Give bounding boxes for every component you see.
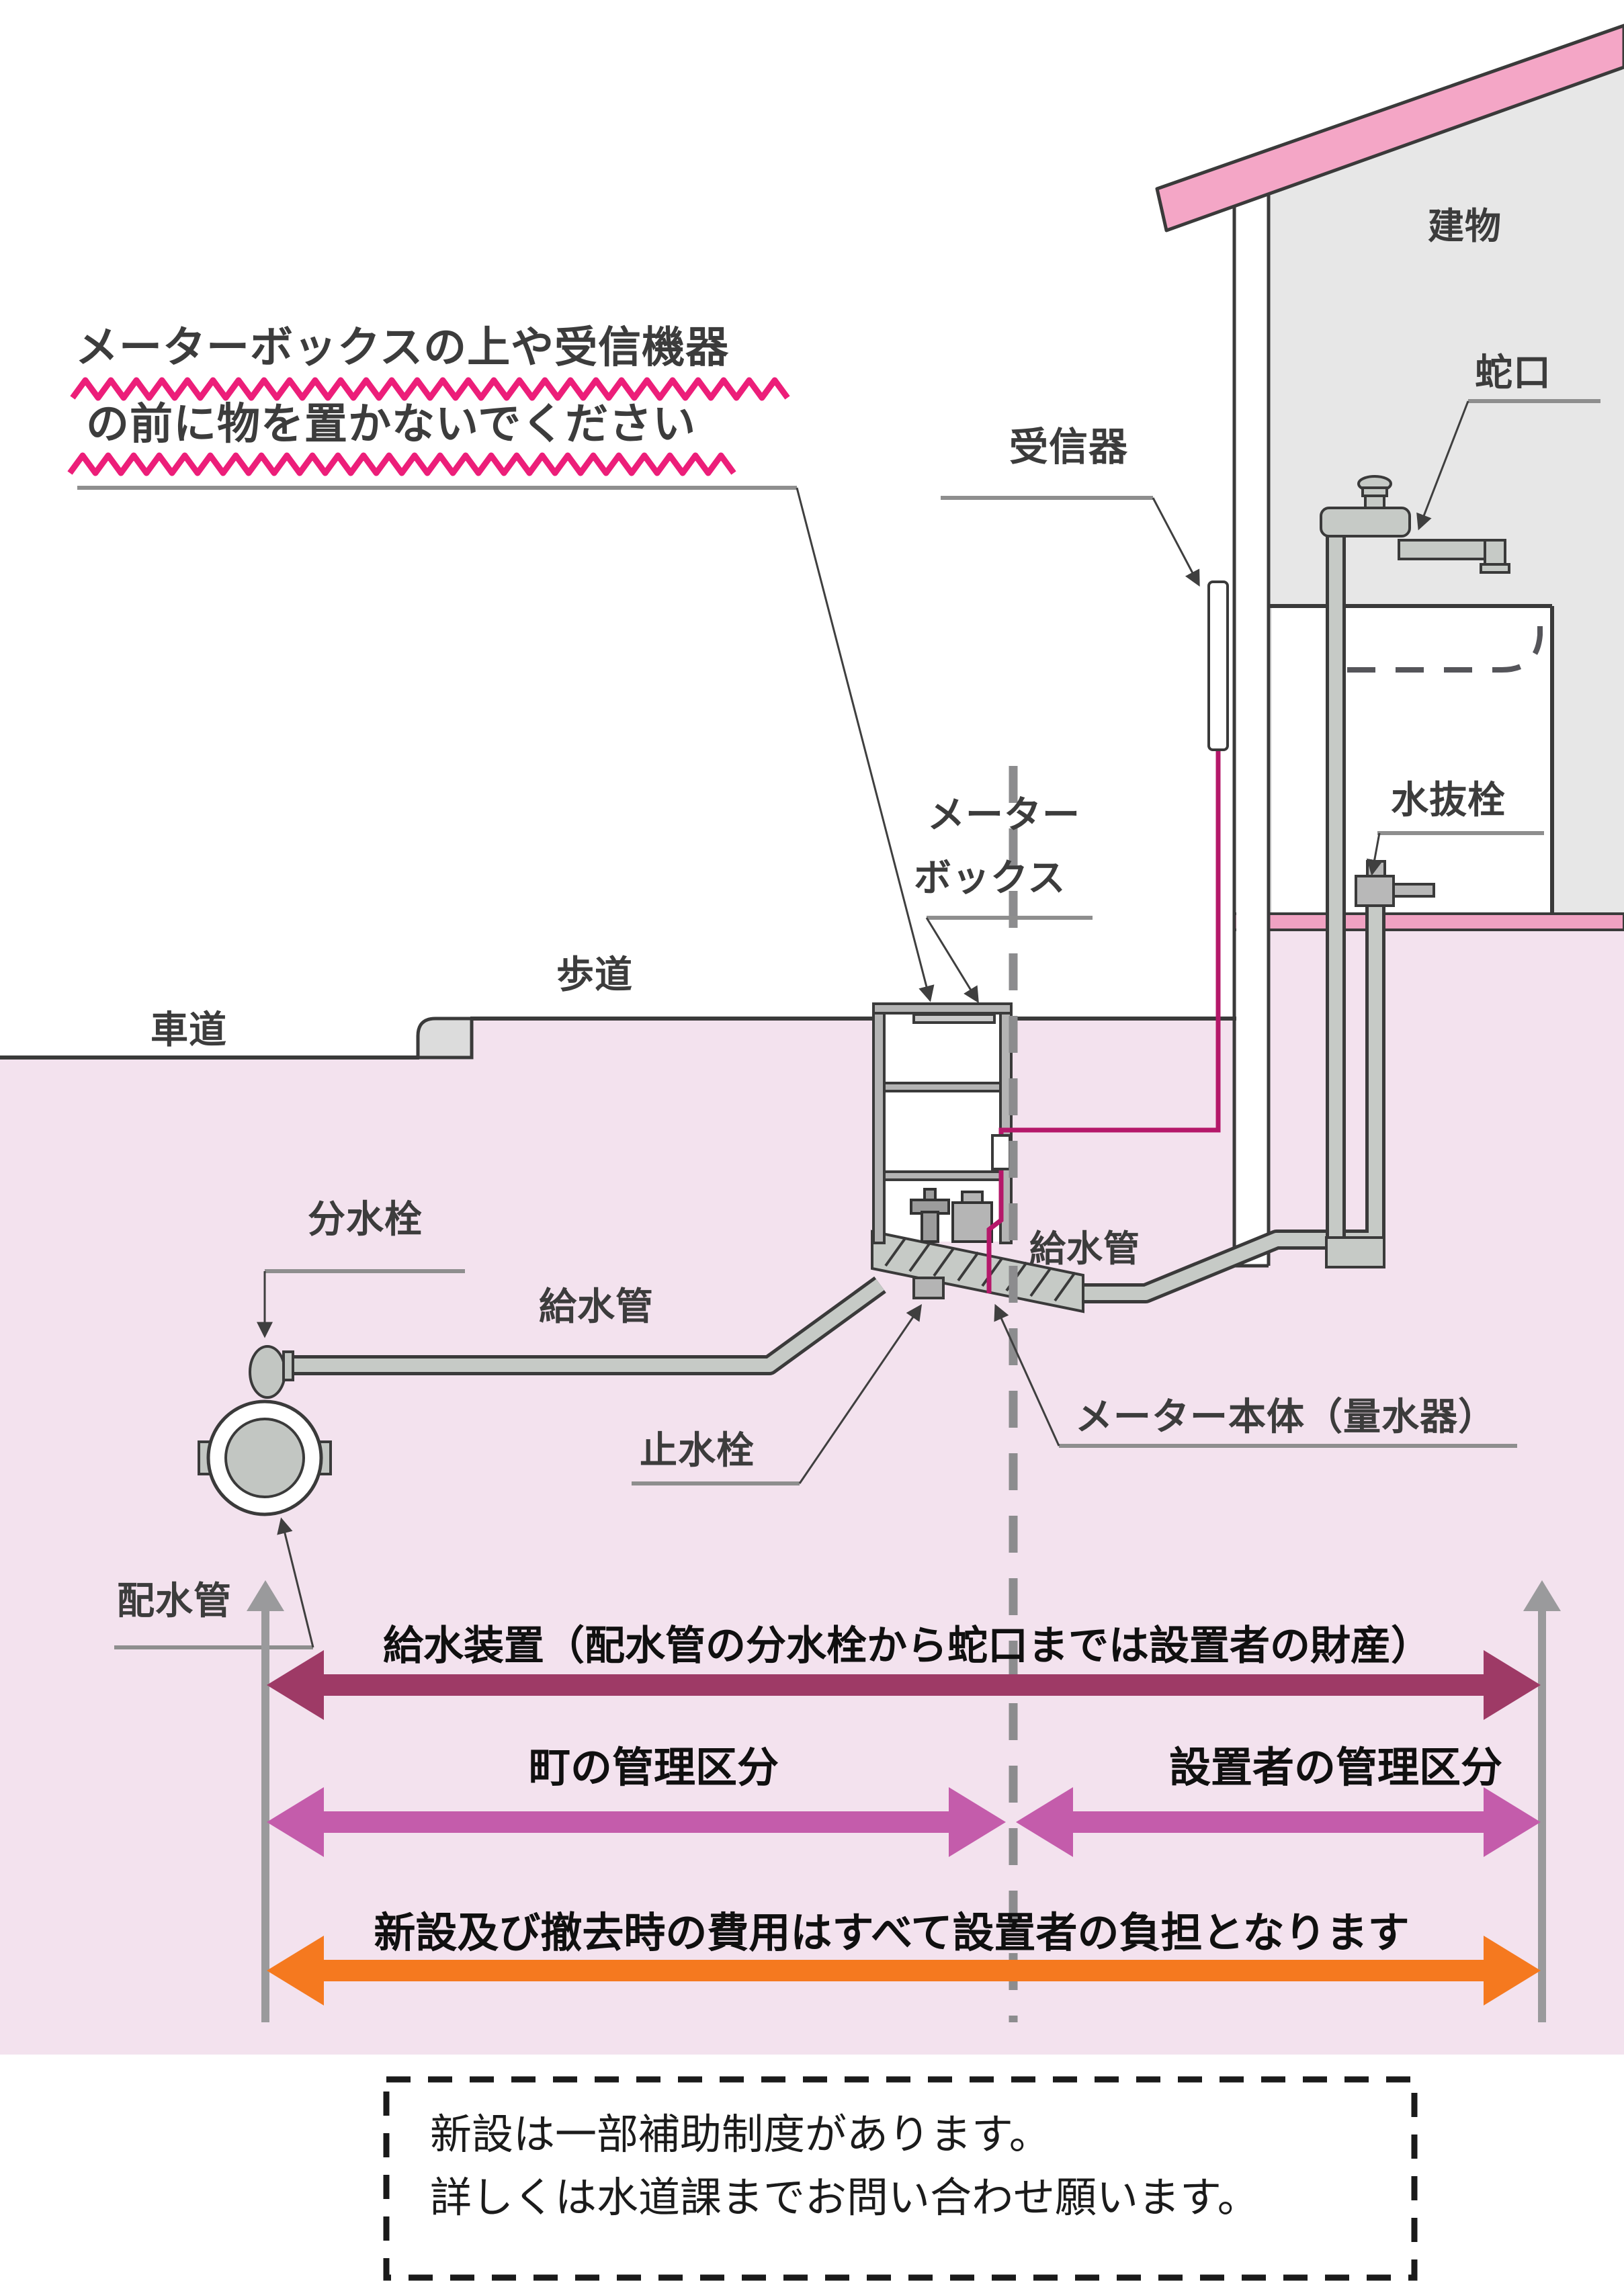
town-section-label: 町の管理区分 [528,1743,779,1792]
stop-valve-label: 止水栓 [640,1429,755,1473]
supply-pipe-right-label: 給水管 [1029,1227,1140,1270]
branch-valve-label: 分水栓 [308,1198,423,1242]
faucet [1320,475,1510,574]
roadway-label: 車道 [151,1008,227,1052]
property-span-label: 給水装置（配水管の分水栓から蛇口までは設置者の財産） [383,1623,1431,1670]
zone-guide-lines [247,1580,1561,2022]
curb [416,1017,474,1060]
signal-cable [986,750,1221,1293]
building-room [1272,607,1552,914]
meter-box-label-line1: メーター [927,793,1080,837]
cost-note-arrow [267,1936,1541,2006]
hatched-pipe-band [871,1230,1084,1313]
band-fitting [912,1277,945,1299]
wall-cavity [1236,207,1267,1266]
meter-box-label-line2: ボックス [914,857,1066,900]
property-span-arrow [267,1650,1541,1720]
supply-pipe-right-run [1072,900,1385,1303]
building-label: 建物 [1428,205,1502,247]
leader-lines [257,400,1469,1648]
owner-section-arrow [1016,1787,1541,1857]
distribution-pipe-section [198,1399,332,1516]
receiver-label: 受信器 [1009,424,1129,470]
drain-valve-label: 水抜栓 [1391,779,1506,822]
roof [1155,24,1624,232]
wavy-underline-1 [70,377,790,401]
faucet-label: 蛇口 [1475,351,1551,395]
callout-underlines [77,399,1600,1649]
wavy-underline-2 [67,452,736,476]
water-level-dashed [1347,618,1543,673]
cable-connector [991,1134,1011,1170]
notice-line2: 詳しくは水道課までお問い合わせ願います。 [430,2173,1259,2222]
underground-joint [1325,1236,1385,1268]
warning-line1: メーターボックスの上や受信機器 [75,323,730,373]
branch-valve-device [249,1345,294,1399]
sidewalk-label: 歩道 [556,953,633,997]
receiver-unit [1207,580,1229,751]
notice-box [383,2076,1418,2281]
earth-ground [0,929,1624,2055]
stop-valve-device [910,1188,950,1243]
meter-device [951,1191,993,1243]
supply-pipe-left-run [285,1276,886,1375]
meter-body-label: メーター本体（量水器） [1075,1395,1496,1439]
notice-line1: 新設は一部補助制度があります。 [430,2110,1051,2159]
town-section-arrow [267,1787,1006,1857]
owner-section-label: 設置者の管理区分 [1168,1743,1503,1792]
warning-line2: の前に物を置かないでください [86,400,697,449]
supply-pipe-left-label: 給水管 [539,1285,654,1329]
distribution-pipe-label: 配水管 [117,1580,232,1623]
floor-slab [1233,912,1624,931]
cost-note-label: 新設及び撤去時の費用はすべて設置者の負担となります [374,1908,1410,1957]
